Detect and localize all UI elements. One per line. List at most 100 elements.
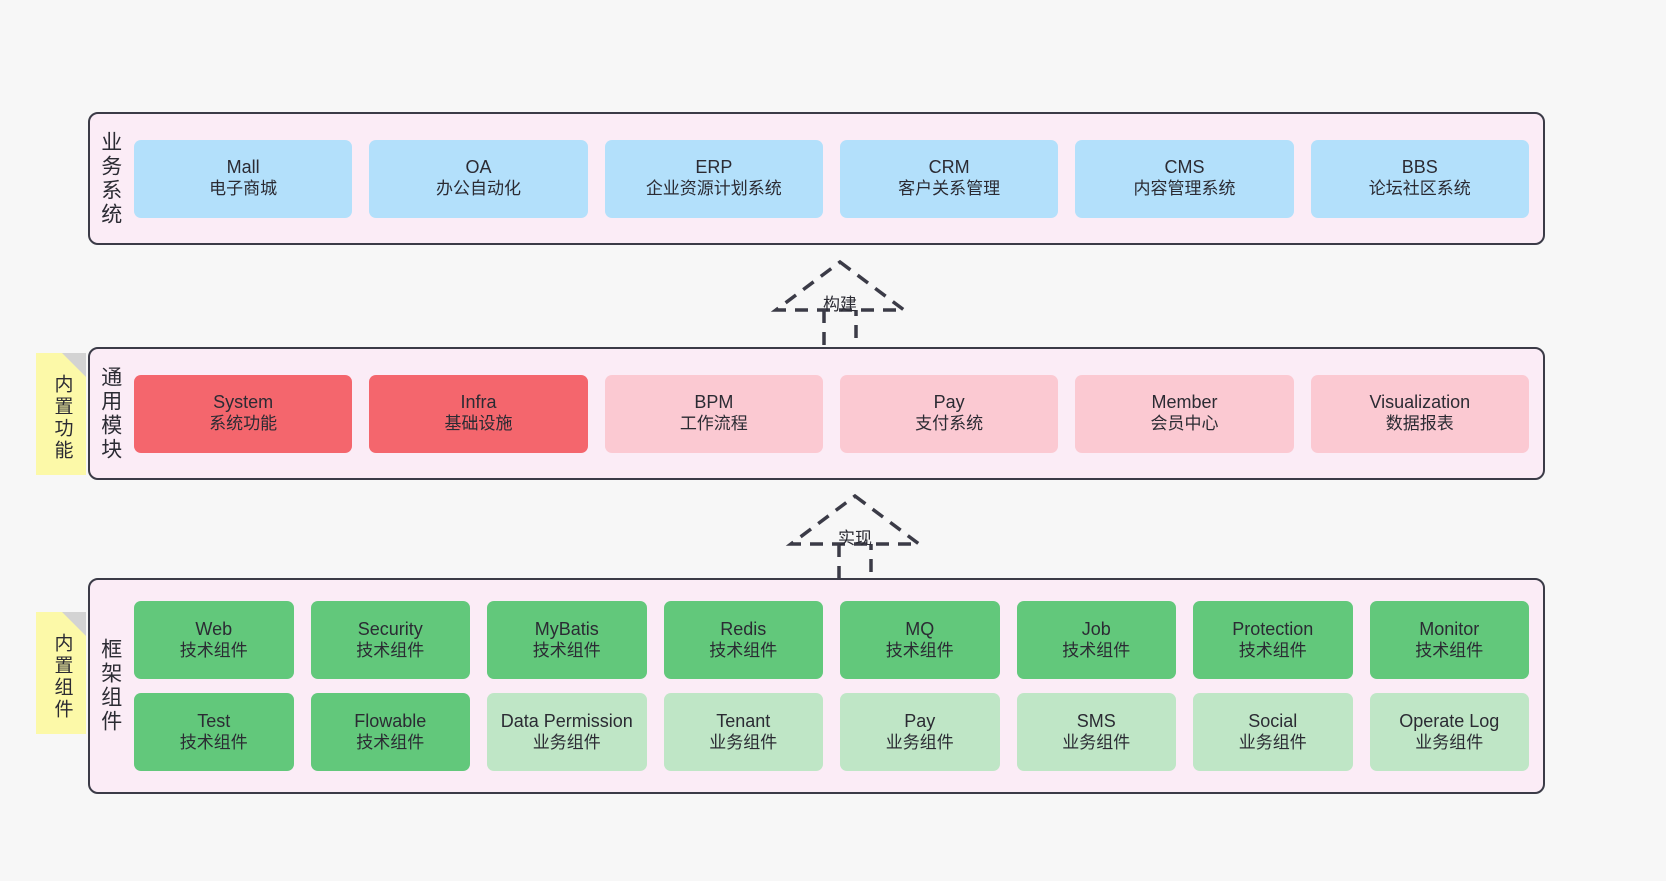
card-cms[interactable]: CMS 内容管理系统: [1075, 139, 1294, 218]
card-title: MQ: [905, 618, 935, 639]
sticky-note-builtin-components: 内置组件: [36, 612, 86, 734]
card-subtitle: 业务组件: [709, 732, 778, 752]
card-title: Infra: [460, 392, 497, 413]
arrow-build-icon: [770, 259, 910, 354]
layer-common-modules: 通用模块 System 系统功能 Infra 基础设施 BPM 工作流程 Pay: [88, 347, 1545, 480]
card-title: Protection: [1232, 618, 1314, 639]
card-title: Test: [197, 710, 231, 731]
layer-framework-components: 框架组件 Web 技术组件 Security 技术组件 MyBatis 技术组件…: [88, 578, 1545, 794]
card-title: ERP: [695, 157, 733, 178]
card-redis[interactable]: Redis 技术组件: [663, 601, 823, 679]
card-social[interactable]: Social 业务组件: [1193, 693, 1353, 771]
page-fold-icon: [62, 353, 86, 377]
card-infra[interactable]: Infra 基础设施: [369, 374, 588, 453]
card-title: Pay: [933, 392, 965, 413]
card-subtitle: 技术组件: [1415, 640, 1484, 660]
card-web[interactable]: Web 技术组件: [134, 601, 294, 679]
layer-business-systems-title: 业务系统: [90, 114, 130, 243]
card-title: Mall: [226, 157, 260, 178]
card-subtitle: 电子商城: [209, 179, 278, 199]
card-subtitle: 技术组件: [1238, 640, 1307, 660]
card-title: BBS: [1401, 157, 1438, 178]
common-modules-row: System 系统功能 Infra 基础设施 BPM 工作流程 Pay 支付系统…: [134, 374, 1529, 453]
card-pay-component[interactable]: Pay 业务组件: [840, 693, 1000, 771]
card-title: Tenant: [716, 710, 771, 731]
card-title: Security: [357, 618, 423, 639]
card-title: Operate Log: [1399, 710, 1500, 731]
card-data-permission[interactable]: Data Permission 业务组件: [487, 693, 647, 771]
card-operate-log[interactable]: Operate Log 业务组件: [1369, 693, 1529, 771]
card-title: OA: [465, 157, 492, 178]
card-subtitle: 内容管理系统: [1133, 179, 1236, 199]
card-bbs[interactable]: BBS 论坛社区系统: [1310, 139, 1529, 218]
card-title: Flowable: [354, 710, 427, 731]
sticky-note-text: 内置功能: [51, 374, 73, 462]
card-subtitle: 数据报表: [1385, 414, 1454, 434]
card-subtitle: 业务组件: [1238, 732, 1307, 752]
card-title: Data Permission: [500, 710, 633, 731]
card-subtitle: 办公自动化: [435, 179, 521, 199]
card-subtitle: 技术组件: [709, 640, 778, 660]
card-title: Member: [1151, 392, 1218, 413]
arrow-implement-label: 实现: [838, 529, 872, 548]
card-oa[interactable]: OA 办公自动化: [369, 139, 588, 218]
layer-common-modules-body: System 系统功能 Infra 基础设施 BPM 工作流程 Pay 支付系统…: [130, 349, 1543, 478]
card-title: SMS: [1076, 710, 1116, 731]
arrow-build: 构建: [760, 258, 920, 354]
card-monitor[interactable]: Monitor 技术组件: [1369, 601, 1529, 679]
card-title: CRM: [928, 157, 970, 178]
card-visualization[interactable]: Visualization 数据报表: [1310, 374, 1529, 453]
card-erp[interactable]: ERP 企业资源计划系统: [604, 139, 823, 218]
card-sms[interactable]: SMS 业务组件: [1016, 693, 1176, 771]
card-protection[interactable]: Protection 技术组件: [1193, 601, 1353, 679]
arrow-implement-icon: [785, 493, 925, 588]
card-title: Monitor: [1419, 618, 1480, 639]
card-title: CMS: [1164, 157, 1205, 178]
card-flowable[interactable]: Flowable 技术组件: [310, 693, 470, 771]
card-pay-module[interactable]: Pay 支付系统: [839, 374, 1059, 453]
card-subtitle: 企业资源计划系统: [645, 179, 782, 199]
card-title: Social: [1248, 710, 1298, 731]
card-tenant[interactable]: Tenant 业务组件: [663, 693, 823, 771]
page-fold-icon: [62, 612, 86, 636]
card-title: Visualization: [1369, 392, 1471, 413]
card-subtitle: 论坛社区系统: [1368, 179, 1471, 199]
card-test[interactable]: Test 技术组件: [134, 693, 294, 771]
card-subtitle: 业务组件: [1062, 732, 1131, 752]
framework-business-row: Test 技术组件 Flowable 技术组件 Data Permission …: [134, 693, 1529, 771]
card-subtitle: 支付系统: [915, 414, 984, 434]
card-member[interactable]: Member 会员中心: [1075, 374, 1294, 453]
layer-framework-components-title: 框架组件: [90, 580, 130, 792]
sticky-note-text: 内置组件: [51, 633, 73, 721]
card-security[interactable]: Security 技术组件: [310, 601, 470, 679]
card-subtitle: 技术组件: [1062, 640, 1131, 660]
card-mq[interactable]: MQ 技术组件: [840, 601, 1000, 679]
card-title: Web: [195, 618, 233, 639]
card-subtitle: 技术组件: [356, 732, 425, 752]
card-subtitle: 技术组件: [885, 640, 954, 660]
arrow-build-label: 构建: [823, 295, 857, 314]
layer-title-text: 框架组件: [98, 638, 122, 734]
card-crm[interactable]: CRM 客户关系管理: [839, 139, 1059, 218]
layer-title-text: 业务系统: [98, 130, 122, 227]
card-mall[interactable]: Mall 电子商城: [134, 139, 353, 218]
card-subtitle: 工作流程: [679, 414, 748, 434]
card-system[interactable]: System 系统功能: [134, 374, 353, 453]
layer-business-systems-body: Mall 电子商城 OA 办公自动化 ERP 企业资源计划系统 CRM 客户关系…: [130, 114, 1543, 243]
card-subtitle: 基础设施: [444, 414, 513, 434]
layer-title-text: 通用模块: [98, 365, 122, 462]
card-bpm[interactable]: BPM 工作流程: [604, 374, 823, 453]
layer-business-systems: 业务系统 Mall 电子商城 OA 办公自动化 ERP 企业资源计划系统 CRM: [88, 112, 1545, 245]
card-job[interactable]: Job 技术组件: [1016, 601, 1176, 679]
card-subtitle: 系统功能: [209, 414, 278, 434]
sticky-note-builtin-features: 内置功能: [36, 353, 86, 475]
card-subtitle: 技术组件: [532, 640, 601, 660]
card-mybatis[interactable]: MyBatis 技术组件: [487, 601, 647, 679]
card-title: Pay: [904, 710, 936, 731]
arrow-implement: 实现: [775, 492, 935, 588]
business-systems-row: Mall 电子商城 OA 办公自动化 ERP 企业资源计划系统 CRM 客户关系…: [134, 139, 1529, 218]
card-subtitle: 技术组件: [179, 732, 248, 752]
card-title: BPM: [694, 392, 734, 413]
card-title: MyBatis: [534, 618, 599, 639]
